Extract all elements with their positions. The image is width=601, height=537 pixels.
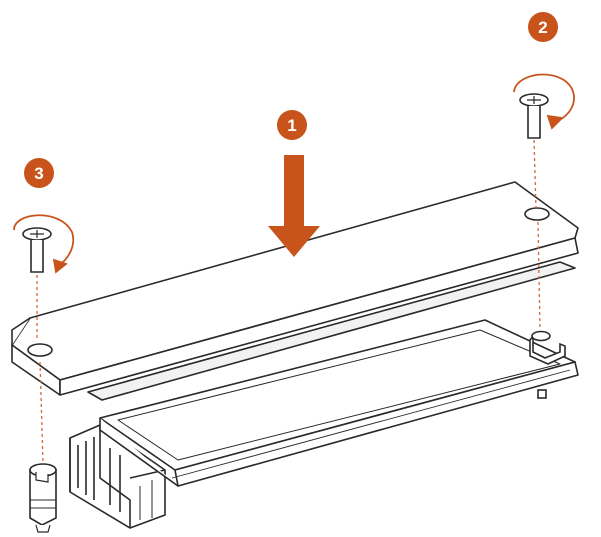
step-1-badge: 1: [277, 110, 307, 140]
m2-socket: [69, 424, 166, 529]
clockwise-rotate-icon: [513, 73, 575, 130]
step-3-badge: 3: [24, 158, 54, 188]
alignment-guides: [36, 139, 541, 463]
heatsink-right-hole: [524, 207, 550, 221]
step-3-number: 3: [34, 164, 43, 183]
step-2-number: 2: [538, 18, 547, 37]
right-standoff: [529, 330, 566, 399]
m2-heatsink: [11, 181, 579, 401]
down-arrow-icon: [268, 155, 320, 257]
screw-icon: [519, 93, 549, 139]
screw-icon: [22, 227, 52, 273]
heatsink-left-hole: [27, 343, 53, 357]
clockwise-rotate-icon: [13, 214, 75, 274]
step-2-badge: 2: [528, 12, 558, 42]
step-1-number: 1: [287, 116, 296, 135]
m2-ssd: [99, 319, 579, 487]
standoff-icon: [29, 463, 57, 533]
